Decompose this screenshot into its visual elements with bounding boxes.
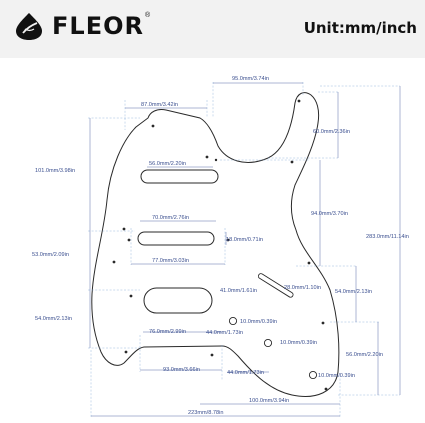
dim-lower-height: 54.0mm/2.13in (35, 316, 72, 322)
leaf-drop-icon (16, 13, 42, 40)
dim-knob-hole-b: 10.0mm/0.39in (280, 340, 317, 346)
extension-lines (88, 82, 400, 418)
dim-bridge-cut: 76.0mm/2.99in (149, 329, 186, 335)
pickguard-outline (91, 92, 340, 397)
knob-hole-tone2 (308, 370, 318, 380)
dim-bottom-span: 100.0mm/3.94in (249, 398, 289, 404)
dim-middle-slot: 70.0mm/2.76in (152, 215, 189, 221)
knob-hole-tone1 (263, 338, 273, 348)
dim-mid-height: 53.0mm/2.09in (32, 252, 69, 258)
dim-switch-width: 28.0mm/1.10in (284, 285, 321, 291)
brand-name: FLEOR (52, 12, 144, 40)
dim-neck-pickup-slot: 56.0mm/2.20in (149, 161, 186, 167)
dim-lower-right-height: 56.0mm/2.20in (346, 352, 383, 358)
dim-knob-spacing-a: 44.0mm/1.73in (206, 330, 243, 336)
dim-upper-height: 101.0mm/3.98in (35, 168, 75, 174)
knob-hole-volume (228, 316, 238, 326)
brand-logo: FLEOR ® (14, 11, 150, 41)
screw-holes (112, 99, 328, 391)
unit-label: Unit:mm/inch (303, 19, 417, 37)
dimension-labels: 95.0mm/3.74in 87.0mm/3.42in 60.0mm/2.36i… (32, 76, 409, 416)
neck-pickup-slot (140, 169, 219, 184)
dim-body-right: 94.0mm/3.70in (311, 211, 348, 217)
dim-right-edge-to-switch: 54.0mm/2.13in (335, 289, 372, 295)
dim-treble-horn-depth: 60.0mm/2.36in (313, 129, 350, 135)
dim-knob-hole-a: 10.0mm/0.39in (240, 319, 277, 325)
dim-slot-gap: 18.0mm/0.71in (226, 237, 263, 243)
header-bar (0, 0, 425, 58)
dim-upper-width: 87.0mm/3.42in (141, 102, 178, 108)
dim-lower-width: 93.0mm/3.66in (163, 367, 200, 373)
dim-total-width: 223mm/8.78in (188, 410, 223, 416)
dim-horn-span: 95.0mm/3.74in (232, 76, 269, 82)
dim-jack-hole: 10.0mm/0.39in (318, 373, 355, 379)
dim-total-height: 283.0mm/11.14in (366, 234, 409, 240)
switch-slot (257, 273, 294, 298)
dim-middle-outer: 77.0mm/3.03in (152, 258, 189, 264)
bridge-pickup-slot (143, 287, 213, 314)
registered-mark: ® (144, 11, 151, 19)
dim-knob-spacing-b: 44.0mm/1.73in (227, 370, 264, 376)
middle-pickup-slot (137, 231, 215, 246)
dimension-lines (89, 82, 401, 417)
dim-switch-slot: 41.0mm/1.61in (220, 288, 257, 294)
